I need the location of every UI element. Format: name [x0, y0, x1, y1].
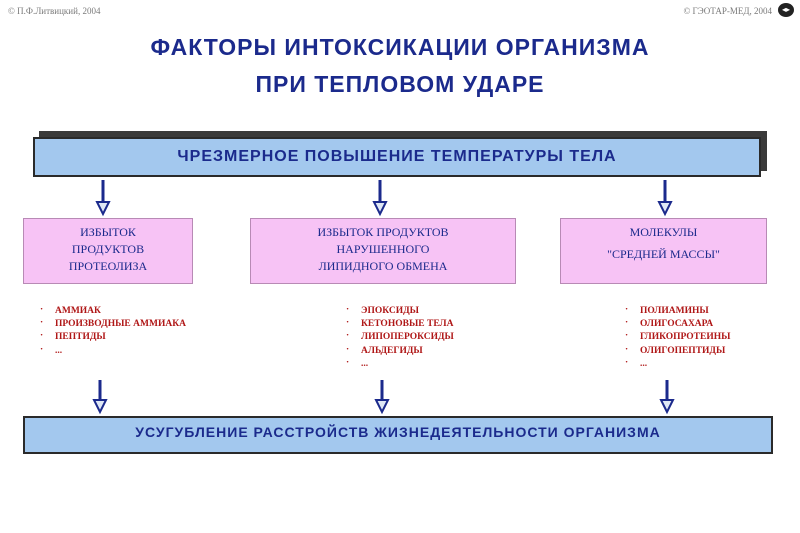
down-arrow-icon	[657, 180, 673, 217]
list-item: ЛИПОПЕРОКСИДЫ	[346, 330, 454, 344]
down-arrow-icon	[92, 380, 108, 415]
factor-box-lipid-metabolism: ИЗБЫТОК ПРОДУКТОВ НАРУШЕННОГО ЛИПИДНОГО …	[250, 218, 516, 284]
list-item: ПЕПТИДЫ	[40, 330, 186, 344]
list-item: ...	[40, 344, 186, 358]
list-item: ЭПОКСИДЫ	[346, 304, 454, 318]
list-item: ...	[625, 357, 730, 371]
page-title-line-2: ПРИ ТЕПЛОВОМ УДАРЕ	[255, 71, 545, 97]
top-cause-box: ЧРЕЗМЕРНОЕ ПОВЫШЕНИЕ ТЕМПЕРАТУРЫ ТЕЛА	[33, 137, 761, 177]
factor-box-proteolysis: ИЗБЫТОК ПРОДУКТОВ ПРОТЕОЛИЗА	[23, 218, 193, 284]
factor-box-line: ЛИПИДНОГО ОБМЕНА	[318, 259, 448, 273]
factor-box-middle-mass-molecules: МОЛЕКУЛЫ "СРЕДНЕЙ МАССЫ"	[560, 218, 767, 284]
bottom-outcome-box: УСУГУБЛЕНИЕ РАССТРОЙСТВ ЖИЗНЕДЕЯТЕЛЬНОСТ…	[23, 416, 773, 454]
factor-box-line: ИЗБЫТОК ПРОДУКТОВ	[317, 225, 449, 239]
page-title-line-1: ФАКТОРЫ ИНТОКСИКАЦИИ ОРГАНИЗМА	[150, 34, 650, 60]
middle-mass-molecules-list: ПОЛИАМИНЫ ОЛИГОСАХАРА ГЛИКОПРОТЕИНЫ ОЛИГ…	[625, 304, 730, 371]
factor-box-line: НАРУШЕННОГО	[336, 242, 430, 256]
copyright-right: © ГЭОТАР-МЕД, 2004	[683, 6, 772, 16]
down-arrow-icon	[374, 380, 390, 415]
down-arrow-icon	[95, 180, 111, 217]
list-item: ОЛИГОСАХАРА	[625, 317, 730, 331]
list-item: АЛЬДЕГИДЫ	[346, 344, 454, 358]
down-arrow-icon	[372, 180, 388, 217]
list-item: ...	[346, 357, 454, 371]
factor-box-line: ПРОТЕОЛИЗА	[68, 259, 148, 273]
factor-box-line: ПРОДУКТОВ	[71, 242, 145, 256]
list-item: ПОЛИАМИНЫ	[625, 304, 730, 318]
list-item: КЕТОНОВЫЕ ТЕЛА	[346, 317, 454, 331]
proteolysis-products-list: АММИАК ПРОИЗВОДНЫЕ АММИАКА ПЕПТИДЫ ...	[40, 304, 186, 358]
navigation-icon[interactable]: ◂▸	[778, 3, 794, 17]
down-arrow-icon	[659, 380, 675, 415]
factor-box-line: МОЛЕКУЛЫ	[629, 225, 698, 239]
list-item: АММИАК	[40, 304, 186, 318]
list-item: ГЛИКОПРОТЕИНЫ	[625, 330, 730, 344]
factor-box-line: "СРЕДНЕЙ МАССЫ"	[607, 247, 720, 261]
factor-box-line: ИЗБЫТОК	[80, 225, 136, 239]
list-item: ОЛИГОПЕПТИДЫ	[625, 344, 730, 358]
list-item: ПРОИЗВОДНЫЕ АММИАКА	[40, 317, 186, 331]
copyright-left: © П.Ф.Литвицкий, 2004	[8, 6, 101, 16]
lipid-products-list: ЭПОКСИДЫ КЕТОНОВЫЕ ТЕЛА ЛИПОПЕРОКСИДЫ АЛ…	[346, 304, 454, 371]
